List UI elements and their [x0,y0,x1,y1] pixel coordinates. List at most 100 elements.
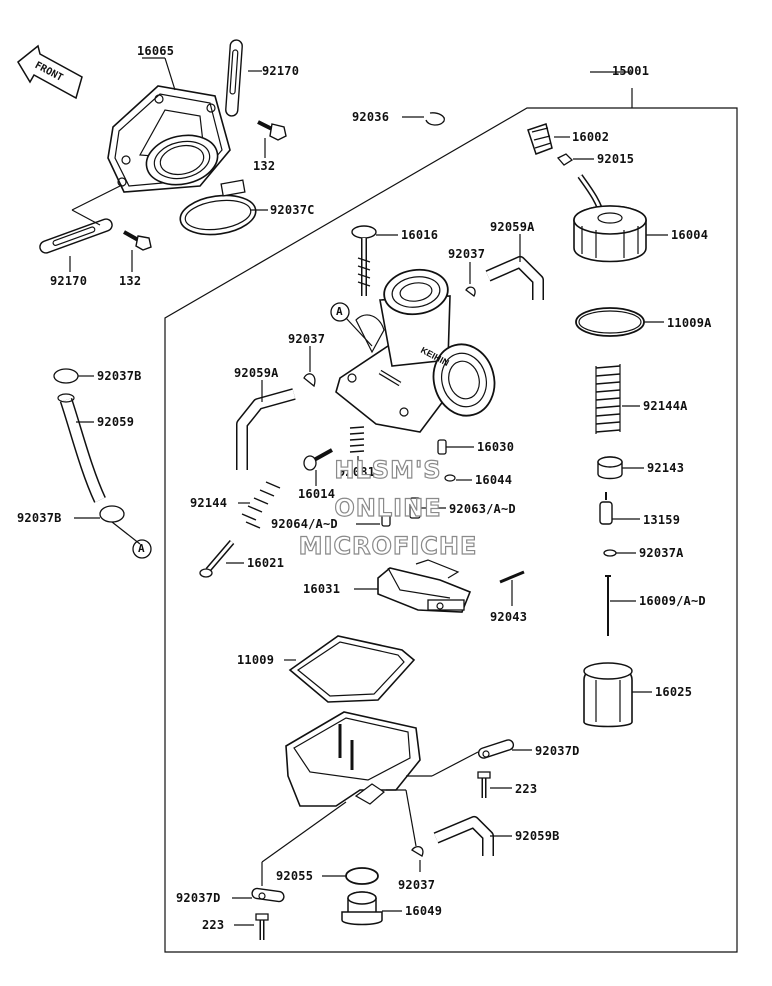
part-label-92064: 92064/A~D [271,517,338,531]
clip-92037-top-icon [465,286,476,297]
part-label-16004: 16004 [671,228,709,242]
part-label-92037b-bottom: 92037B [17,511,62,525]
jet-92064-icon [381,513,391,527]
clip-92037-bottom-icon [411,845,424,857]
part-label-92059a-left: 92059A [234,366,279,380]
part-label-92037b-top: 92037B [97,369,142,383]
part-label-92170-left: 92170 [50,274,88,288]
bolt-223-right-icon [477,771,491,798]
assembly-frame [164,88,738,953]
spring-92081-icon [349,426,365,453]
part-label-132-left: 132 [119,274,142,288]
part-label-16014: 16014 [298,487,336,501]
part-label-223-left: 223 [202,918,225,932]
clip-92036-icon [425,112,445,126]
part-label-92144a: 92144A [643,399,688,413]
part-label-16065: 16065 [137,44,175,58]
bracket-92170-top-icon [225,39,243,117]
part-label-92037-bottom: 92037 [398,878,436,892]
part-label-92059: 92059 [97,415,135,429]
valve-13159-icon [599,492,613,525]
part-label-92170-top: 92170 [262,64,300,78]
o-ring-92055-icon [345,867,379,885]
bracket-92037d-left-icon [251,887,285,903]
clip-92037b-bottom-icon [99,505,125,523]
part-label-92037d-right: 92037D [535,744,580,758]
float-bowl-icon [285,711,421,807]
ring-92037a-icon [603,549,617,557]
part-label-11009a: 11009A [667,316,712,330]
part-label-92143: 92143 [647,461,685,475]
carburetor-body-icon: KEIHIN [335,268,496,433]
hose-92059b-icon [433,816,494,856]
part-label-92055: 92055 [276,869,314,883]
front-arrow-icon [17,44,83,100]
screw-16021-icon [199,540,235,578]
intake-boot-icon [107,85,231,193]
watermark-line-3: MICROFICHE [298,531,478,560]
bolt-132-left-icon [123,230,152,251]
bracket-92037d-right-icon [477,739,515,759]
part-label-16031: 16031 [303,582,341,596]
part-label-11009: 11009 [237,653,275,667]
part-label-16021: 16021 [247,556,285,570]
part-label-92144: 92144 [190,496,228,510]
part-label-16002: 16002 [572,130,610,144]
spring-92144a-icon [595,364,621,434]
part-label-92037c: 92037C [270,203,315,217]
part-label-223-right: 223 [515,782,538,796]
part-label-16030: 16030 [477,440,515,454]
part-label-92059b: 92059B [515,829,560,843]
needle-16009-icon [605,575,611,636]
o-ring-11009a-icon [575,307,645,337]
part-label-16044: 16044 [475,473,513,487]
part-label-132-top: 132 [253,159,276,173]
hose-92059a-left-icon [236,388,296,470]
part-label-92037d-left: 92037D [176,891,221,905]
drain-plug-16049-icon [341,891,383,926]
bracket-92170-left-icon [39,218,113,254]
part-label-92043: 92043 [490,610,528,624]
nut-92015-icon [556,153,574,166]
throttle-slide-16025-icon [583,662,633,728]
part-label-92015: 92015 [597,152,635,166]
part-label-13159: 13159 [643,513,681,527]
part-label-16025: 16025 [655,685,693,699]
callout-a-bottom: A [138,542,145,555]
callout-a-top: A [336,305,343,318]
gasket-11009-icon [288,635,416,703]
part-label-15001: 15001 [612,64,650,78]
hose-clamp-92037c-icon [179,179,257,236]
washer-16044-icon [444,474,456,482]
part-label-16009: 16009/A~D [639,594,706,608]
part-label-92036: 92036 [352,110,390,124]
part-label-92037-mid: 92037 [288,332,326,346]
cap-92143-icon [597,456,623,480]
callout-a-bottom-circle [132,539,152,559]
idle-screw-16016-icon [351,225,377,296]
hose-92059a-top-icon [485,256,544,300]
part-label-92063: 92063/A~D [449,502,516,516]
callout-a-top-circle [330,302,350,322]
part-label-92081: 92081 [338,465,376,479]
clip-92037-mid-icon [303,373,316,388]
part-label-92059a-top: 92059A [490,220,535,234]
clip-92037b-top-icon [53,368,79,384]
bolt-132-top-icon [257,120,287,141]
float-16031-icon [377,559,472,613]
watermark-line-1: HLSM'S [334,455,442,484]
part-label-92037-top: 92037 [448,247,486,261]
part-label-16049: 16049 [405,904,443,918]
watermark-line-2: ONLINE [334,493,442,522]
part-label-92037a: 92037A [639,546,684,560]
hose-92059-icon [57,393,106,503]
needle-jet-16030-icon [437,439,447,455]
part-label-16016: 16016 [401,228,439,242]
spring-92144-icon [241,481,281,529]
screw-16014-icon [303,448,333,471]
cap-16002-icon [527,123,553,155]
top-cap-16004-icon [573,174,647,263]
bolt-223-left-icon [255,913,269,940]
pin-92043-icon [499,570,525,584]
